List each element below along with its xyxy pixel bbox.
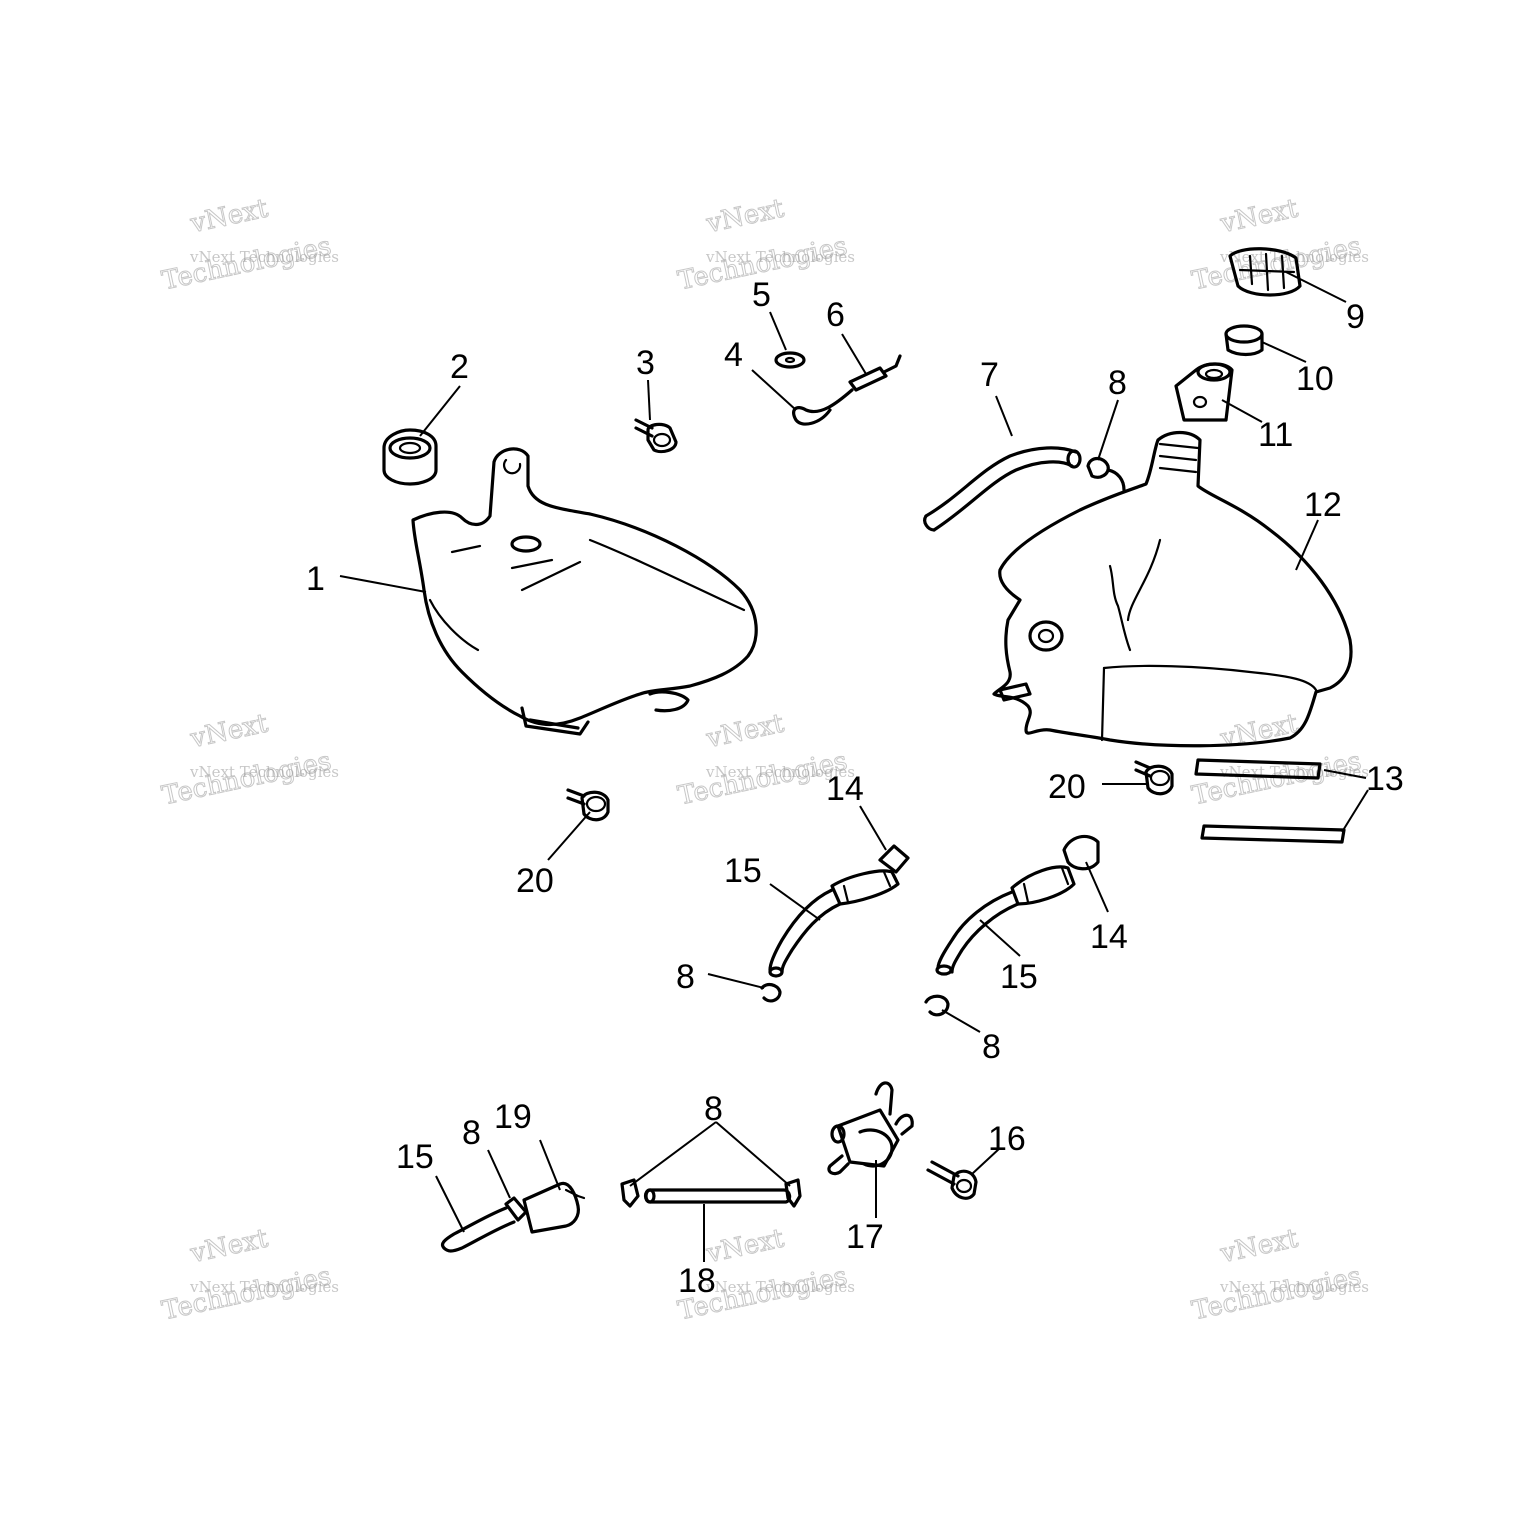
callout-8-hose: 8 xyxy=(704,1090,723,1128)
watermark-bottom-right: vNext vNext Technologies Technologies xyxy=(1189,1223,1369,1327)
part-20-bolt-left xyxy=(566,788,610,822)
watermark-top-left: vNext vNext Technologies Technologies xyxy=(159,193,339,297)
watermark-text: vNext xyxy=(1217,194,1301,240)
part-8-clip-hose-right xyxy=(784,1178,802,1208)
part-14-15-hose-right xyxy=(935,834,1100,976)
part-8-clip-hose-left xyxy=(620,1178,640,1208)
callout-19: 19 xyxy=(494,1098,532,1136)
callout-13: 13 xyxy=(1366,760,1404,798)
callout-12: 12 xyxy=(1304,486,1342,524)
callout-15-filter: 15 xyxy=(396,1138,434,1176)
watermark-text: vNext Technologies xyxy=(705,1278,855,1296)
part-3-bolt xyxy=(634,418,678,454)
callout-8-right: 8 xyxy=(982,1028,1001,1066)
watermark-text: Technologies xyxy=(1189,746,1364,811)
callout-14-left: 14 xyxy=(826,770,864,808)
watermark-text: Technologies xyxy=(675,746,850,811)
part-20-bolt-right xyxy=(1134,760,1174,796)
part-17-fuel-valve xyxy=(827,1081,914,1176)
callout-15-left: 15 xyxy=(724,852,762,890)
part-16-bolt xyxy=(926,1160,978,1200)
callout-16: 16 xyxy=(988,1120,1026,1158)
watermark-text: vNext xyxy=(187,1224,271,1270)
part-13-pad-bottom xyxy=(1200,824,1346,844)
part-8-clip-top xyxy=(1086,456,1126,492)
callout-17: 17 xyxy=(846,1218,884,1256)
watermark-text: vNext xyxy=(1217,1224,1301,1270)
leader-lines xyxy=(339,271,1369,1262)
callout-8-left: 8 xyxy=(676,958,695,996)
watermark-bottom-left: vNext vNext Technologies Technologies xyxy=(159,1223,339,1327)
part-18-hose xyxy=(643,1188,792,1204)
watermark-text: Technologies xyxy=(159,1261,334,1326)
callout-5: 5 xyxy=(752,276,771,314)
watermark-text: vNext xyxy=(187,709,271,755)
callout-4: 4 xyxy=(724,336,743,374)
callout-8-filter: 8 xyxy=(462,1114,481,1152)
watermark-text: vNext Technologies xyxy=(1219,1278,1369,1296)
part-8-clip-left xyxy=(760,982,782,1003)
part-12-fuel-tank xyxy=(992,430,1353,748)
callout-20-left: 20 xyxy=(516,862,554,900)
part-10-gasket xyxy=(1224,324,1264,357)
part-2-grommet xyxy=(382,428,438,486)
callout-6: 6 xyxy=(826,296,845,334)
part-7-hose xyxy=(923,446,1082,532)
watermark-text: Technologies xyxy=(1189,1261,1364,1326)
watermark-text: Technologies xyxy=(159,231,334,296)
callout-20-right: 20 xyxy=(1048,768,1086,806)
callout-11: 11 xyxy=(1258,416,1293,454)
watermark-text: vNext xyxy=(703,194,787,240)
callout-15-right: 15 xyxy=(1000,958,1038,996)
part-13-pad-top xyxy=(1194,758,1322,780)
part-8-clip-right xyxy=(924,994,950,1017)
part-14-15-hose-left xyxy=(768,844,910,978)
part-5-washer xyxy=(774,351,806,369)
callout-18: 18 xyxy=(678,1262,716,1300)
watermark-text: vNext Technologies xyxy=(189,248,339,266)
watermark-text: vNext Technologies xyxy=(189,763,339,781)
part-1-oil-tank xyxy=(411,447,758,736)
watermark-text: vNext Technologies xyxy=(705,248,855,266)
callout-labels: 1 2 3 4 5 6 7 8 9 10 11 12 13 20 20 14 1… xyxy=(306,276,1404,1300)
part-9-cap xyxy=(1228,247,1302,297)
part-11-filler-neck xyxy=(1174,362,1234,422)
part-15-19-filter xyxy=(440,1181,586,1253)
watermark-text: vNext Technologies xyxy=(705,763,855,781)
watermark-text: vNext xyxy=(1217,709,1301,755)
watermark-text: vNext xyxy=(187,194,271,240)
callout-8-top: 8 xyxy=(1108,364,1127,402)
watermark-mid-right: vNext vNext Technologies Technologies xyxy=(1189,708,1369,812)
watermark-text: vNext Technologies xyxy=(189,1278,339,1296)
callout-3: 3 xyxy=(636,344,655,382)
callout-1: 1 xyxy=(306,560,325,598)
watermark-top-right: vNext vNext Technologies Technologies xyxy=(1189,193,1369,297)
watermark-text: vNext xyxy=(703,709,787,755)
callout-9: 9 xyxy=(1346,298,1365,336)
callout-7: 7 xyxy=(980,356,999,394)
watermark-text: Technologies xyxy=(159,746,334,811)
watermark-text: Technologies xyxy=(1189,231,1364,296)
callout-14-right: 14 xyxy=(1090,918,1128,956)
part-4-6-wire-sender xyxy=(792,354,902,426)
watermark-mid-left: vNext vNext Technologies Technologies xyxy=(159,708,339,812)
callout-2: 2 xyxy=(450,348,469,386)
callout-10: 10 xyxy=(1296,360,1334,398)
